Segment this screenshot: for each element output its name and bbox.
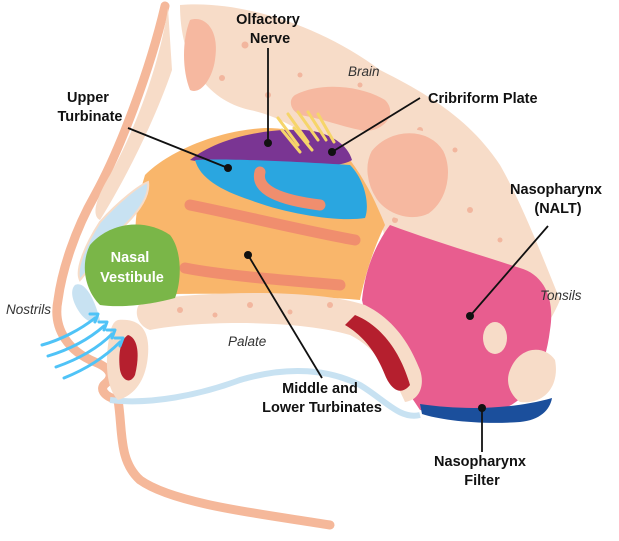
label-nasopharynx-nalt: Nasopharynx (NALT) [510,182,606,217]
label-upper-turbinate-line2: Turbinate [58,109,123,125]
label-middle-lower-turbinates-line2: Lower Turbinates [262,400,382,416]
label-cribriform-plate: Cribriform Plate [428,91,538,107]
label-nasal-vestibule-line2: Vestibule [100,270,164,286]
label-nasopharynx-nalt-line1: Nasopharynx [510,182,602,198]
label-upper-turbinate: Upper Turbinate [58,90,123,125]
label-tonsils: Tonsils [540,288,582,303]
sphenoid-sinus [365,131,450,219]
label-nasopharynx-filter-line2: Filter [464,473,500,489]
label-brain: Brain [348,64,380,79]
label-nasopharynx-filter-line1: Nasopharynx [434,454,526,470]
label-upper-turbinate-line1: Upper [67,90,109,106]
label-nasopharynx-filter: Nasopharynx Filter [434,454,530,489]
label-palate: Palate [228,334,266,349]
label-nostrils: Nostrils [6,302,51,317]
label-nasal-vestibule-line1: Nasal [111,250,150,266]
label-olfactory-nerve-line2: Nerve [250,31,290,47]
label-nasopharynx-nalt-line2: (NALT) [534,201,581,217]
label-middle-lower-turbinates-line1: Middle and [282,381,358,397]
label-olfactory-nerve-line1: Olfactory [236,12,300,28]
